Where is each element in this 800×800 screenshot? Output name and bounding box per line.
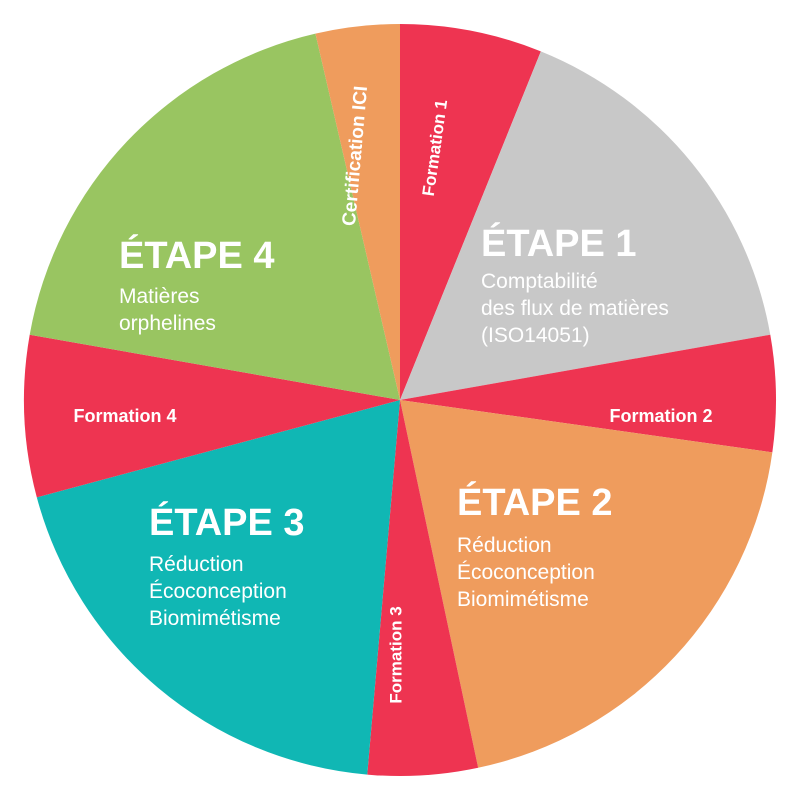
etape-4-line-2: orphelines bbox=[119, 312, 216, 335]
etape-3-title: ÉTAPE 3 bbox=[149, 500, 305, 544]
wedge-formation-1 bbox=[400, 24, 541, 400]
formation-3-label: Formation 3 bbox=[386, 606, 405, 703]
wedge-etape-1 bbox=[400, 51, 771, 400]
wheel-segments bbox=[23, 24, 777, 776]
wedge-formation-4 bbox=[23, 334, 401, 498]
etape-1-line-2: des flux de matières bbox=[481, 297, 669, 320]
wedge-formation-2 bbox=[400, 334, 777, 453]
etape-4-title: ÉTAPE 4 bbox=[119, 233, 275, 277]
wedge-etape-4 bbox=[29, 33, 401, 400]
etape-1-label: ÉTAPE 1 Comptabilité des flux de matière… bbox=[481, 221, 669, 347]
wedge-etape-3 bbox=[36, 400, 401, 775]
etape-1-line-1: Comptabilité bbox=[481, 270, 598, 293]
etape-1-line-3: (ISO14051) bbox=[481, 324, 590, 347]
etape-2-line-2: Écoconception bbox=[457, 561, 595, 584]
etape-2-label: ÉTAPE 2 Réduction Écoconception Biomimét… bbox=[457, 480, 613, 611]
etape-1-title: ÉTAPE 1 bbox=[481, 221, 637, 265]
etape-2-line-1: Réduction bbox=[457, 534, 552, 557]
etape-4-label: ÉTAPE 4 Matières orphelines bbox=[119, 233, 275, 335]
wedge-certification bbox=[315, 24, 400, 400]
etape-2-line-3: Biomimétisme bbox=[457, 588, 589, 611]
wedge-etape-2 bbox=[400, 400, 773, 768]
wedge-formation-3 bbox=[367, 400, 479, 776]
etape-2-title: ÉTAPE 2 bbox=[457, 480, 613, 524]
etape-3-line-3: Biomimétisme bbox=[149, 607, 281, 630]
formation-2-label: Formation 2 bbox=[609, 406, 712, 426]
formation-4-label: Formation 4 bbox=[73, 406, 176, 426]
etape-4-line-1: Matières bbox=[119, 285, 200, 308]
etape-3-label: ÉTAPE 3 Réduction Écoconception Biomimét… bbox=[149, 500, 305, 630]
etape-3-line-1: Réduction bbox=[149, 553, 244, 576]
etape-3-line-2: Écoconception bbox=[149, 580, 287, 603]
